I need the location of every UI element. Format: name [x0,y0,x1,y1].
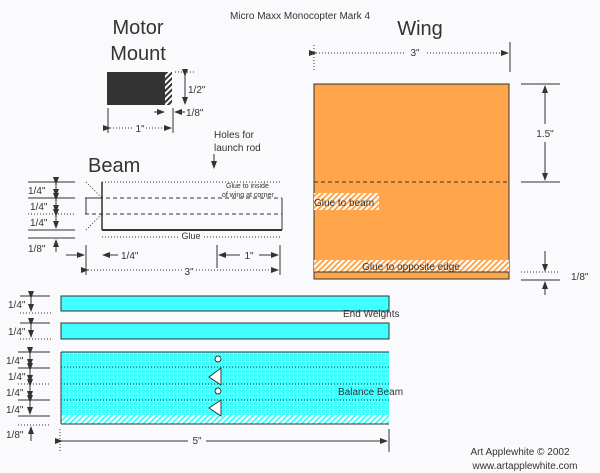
balance-beam-section: Balance Beam 1/4" 1/4" 1/4" 1/4" 1/8" 5" [6,347,403,452]
credit-website: www.artapplewhite.com [471,461,577,472]
motor-mount-heading-2: Mount [110,43,166,65]
motor-mount-length: 1" [135,124,145,135]
wing-glue-beam-area [314,193,379,210]
motor-mount-shape [107,72,166,105]
balance-dim-5: 1/8" [6,430,24,441]
end-weights-section: End Weights 1/4" 1/4" [8,291,400,340]
motor-mount-height: 1/2" [188,85,206,96]
beam-left-width: 1/4" [121,251,139,262]
holes-note-2: launch rod [214,143,261,154]
wing-fold-height: 1.5" [536,129,554,140]
beam-length: 3" [184,267,194,278]
fold-tab-2 [208,399,222,417]
wing-edge-height: 1/8" [571,272,589,283]
beam-dim-4: 1/8" [28,244,46,255]
end-weight-dim-2: 1/4" [8,327,26,338]
beam-glue-label: Glue [181,231,200,241]
holes-note-1: Holes for [214,130,255,141]
wing-glue-edge-label: Glue to opposite edge [362,262,460,273]
motor-mount-section: Motor Mount 1/2" 1/8" 1" [103,17,206,135]
motor-mount-heading-1: Motor [112,17,163,39]
end-weight-2 [60,322,390,340]
motor-mount-glue-strip [165,72,172,105]
balance-beam-glue-strip [61,415,389,424]
beam-glue-note-1: Glue to inside [226,183,269,190]
beam-dim-2: 1/4" [30,202,48,213]
launch-rod-hole-1 [214,355,222,363]
balance-dim-4: 1/4" [6,405,24,416]
balance-dim-1: 1/4" [6,356,24,367]
wing-width: 3" [410,48,420,59]
wing-glue-beam-label: Glue to beam [314,198,374,209]
balance-dim-2: 1/4" [8,372,26,383]
beam-heading: Beam [88,155,140,177]
beam-section: Beam Holes for launch rod Glue to inside… [28,130,283,278]
launch-rod-hole-2 [214,387,222,395]
end-weight-dim-1: 1/4" [8,300,26,311]
diagram-title: Micro Maxx Monocopter Mark 4 [230,11,370,22]
beam-glue-note-2: of wing at corner [222,192,274,199]
end-weights-label: End Weights [343,309,400,320]
balance-beam-length: 5" [192,436,202,447]
beam-right-width: 1" [244,251,254,262]
beam-dim-3: 1/4" [30,218,48,229]
wing-glue-edge-area [314,260,509,272]
wing-section: Wing 3" Glue to beam Glue to opposite ed… [309,18,589,295]
fold-tab-1 [208,367,222,386]
balance-dim-3: 1/4" [6,388,24,399]
wing-heading: Wing [397,18,443,40]
motor-mount-glue-width: 1/8" [186,108,204,119]
credit-line-1: Art Applewhite © 2002 [470,447,570,458]
end-weight-1 [60,295,390,312]
beam-dim-1: 1/4" [28,186,46,197]
balance-beam-panel [61,352,389,415]
balance-beam-label: Balance Beam [338,387,403,398]
